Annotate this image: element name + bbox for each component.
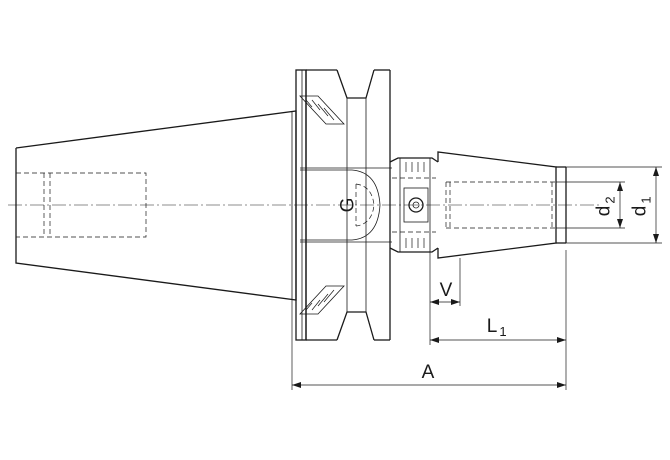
holder-nose	[437, 151, 567, 259]
label-V: V	[440, 280, 453, 301]
thread-bore	[300, 169, 381, 241]
label-G: G	[338, 198, 359, 213]
dimension-A	[292, 382, 566, 388]
label-L1-main: L	[487, 316, 498, 337]
extension-lines	[291, 166, 662, 390]
label-L1-sub: 1	[499, 324, 506, 339]
flange	[295, 69, 392, 341]
label-d2-main: d	[594, 206, 615, 217]
label-d1-sub: 1	[639, 196, 654, 203]
label-d1-main: d	[630, 206, 651, 217]
drive-slot-hatching-top	[299, 95, 345, 125]
label-d1: d 1	[630, 196, 654, 216]
label-d2-sub: 2	[603, 196, 618, 203]
label-A: A	[422, 362, 435, 383]
taper-shank	[15, 110, 297, 301]
dimension-V	[430, 299, 460, 305]
clamp-screw	[408, 197, 424, 213]
dimension-d1	[653, 167, 659, 243]
collar	[389, 157, 439, 253]
dimension-L1	[430, 337, 566, 343]
drive-slot-hatching-bottom	[299, 285, 345, 315]
label-L1: L 1	[487, 316, 507, 339]
dimension-d2	[617, 182, 623, 228]
label-d2: d 2	[594, 196, 618, 216]
